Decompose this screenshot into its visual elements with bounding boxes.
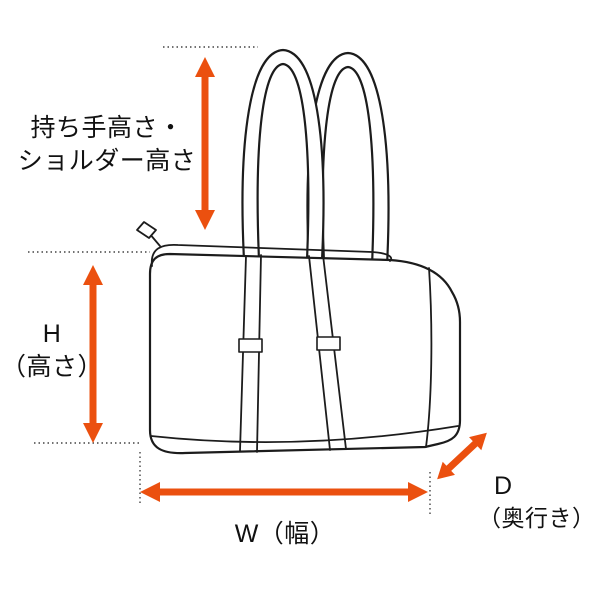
bag-depth-label: D （奥行き） bbox=[478, 470, 600, 533]
bag-body bbox=[148, 252, 462, 455]
strap-buckle-right bbox=[316, 336, 341, 351]
front-handle bbox=[241, 48, 325, 262]
bag-height-arrow-icon bbox=[83, 265, 103, 443]
side-panel-seam bbox=[425, 267, 433, 448]
handle-height-label-line1: 持ち手高さ・ bbox=[30, 114, 184, 142]
strap-buckle-left bbox=[238, 338, 263, 353]
bag-height-label-line1: H bbox=[42, 320, 62, 348]
strap-left-edge bbox=[256, 254, 262, 453]
bag-depth-arrow-icon bbox=[437, 432, 487, 480]
bottom-gusset-seam bbox=[150, 425, 459, 443]
handle-height-arrow-icon bbox=[195, 57, 215, 230]
zipper-flap-line bbox=[150, 243, 393, 267]
zipper-pull-icon bbox=[136, 221, 157, 239]
bag-depth-label-line1: D bbox=[494, 472, 513, 500]
bag-width-label-text: W（幅） bbox=[234, 520, 336, 548]
dimension-arrows bbox=[83, 57, 487, 502]
bag-height-label-line2: （高さ） bbox=[0, 353, 103, 381]
bag-height-label: H （高さ） bbox=[0, 318, 104, 384]
front-straps bbox=[239, 254, 347, 453]
strap-left-edge bbox=[239, 255, 247, 452]
handle-height-label-line2: ショルダー高さ bbox=[17, 147, 197, 175]
measure-guide-lines bbox=[28, 46, 431, 516]
bag-width-label: W（幅） bbox=[190, 518, 380, 551]
bag-depth-label-line2: （奥行き） bbox=[478, 505, 596, 531]
bag-width-arrow-icon bbox=[140, 482, 428, 502]
strap-right-edge bbox=[308, 255, 331, 451]
bag-drawing bbox=[136, 48, 462, 455]
strap-right-edge bbox=[322, 254, 347, 450]
handle-height-label: 持ち手高さ・ ショルダー高さ bbox=[14, 112, 200, 178]
